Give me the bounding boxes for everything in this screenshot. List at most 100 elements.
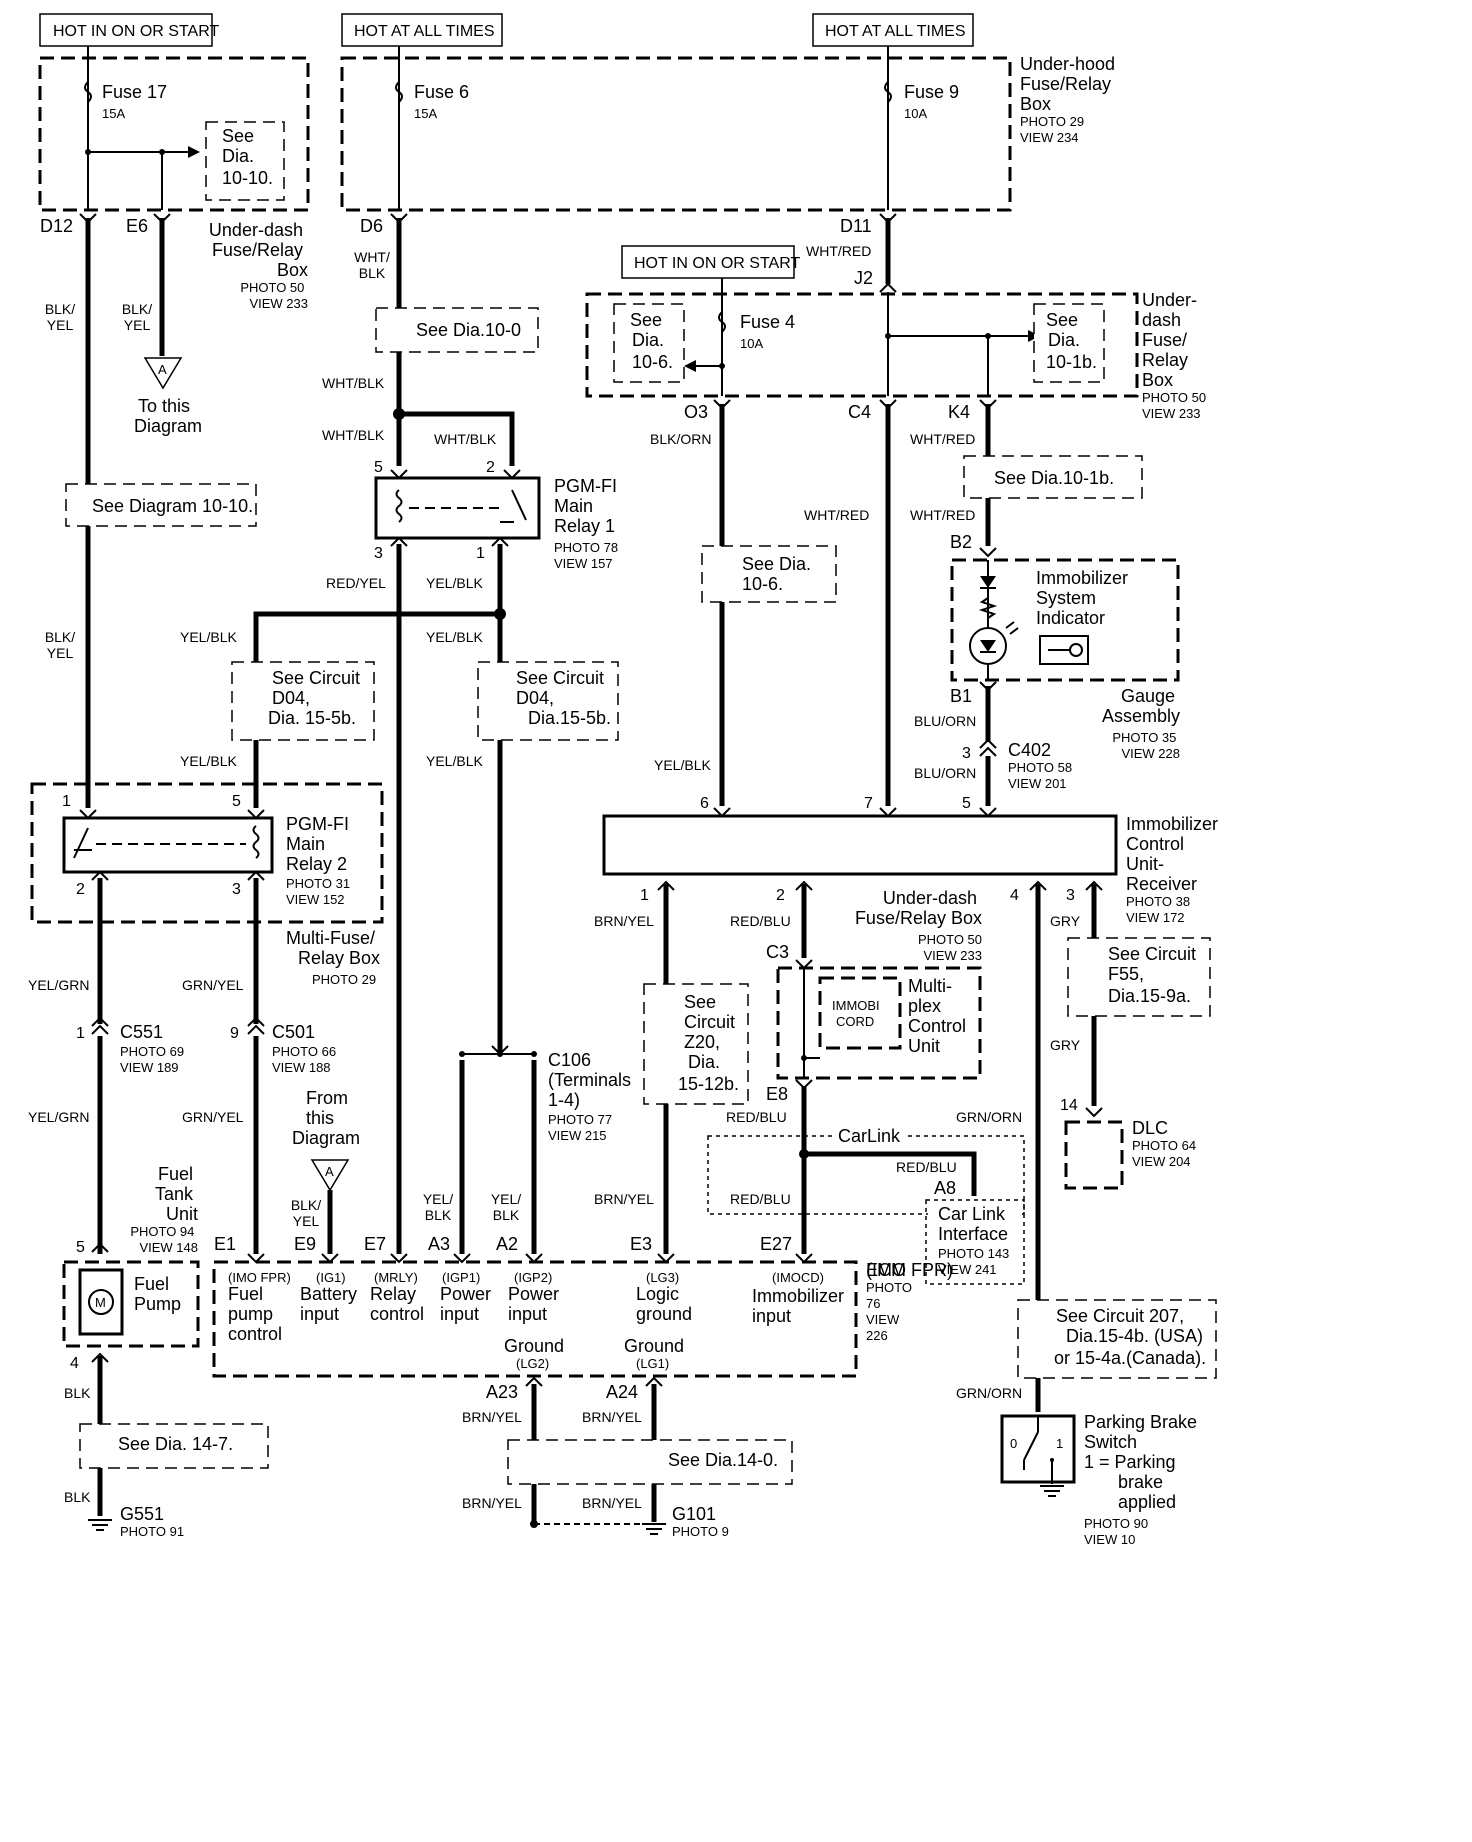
ref-dia-10-1b: See Dia.10-1b. [994,468,1114,488]
immobilizer-control-unit [602,814,1118,876]
svg-text:GRN/YEL: GRN/YEL [182,977,244,993]
ref-circuit-207: See Circuit 207, Dia.15-4b. (USA) or 15-… [1054,1306,1208,1368]
relay-1-photo: PHOTO 78 VIEW 157 [554,540,622,571]
svg-text:(MRLY): (MRLY) [374,1270,418,1285]
terminal-a23: A23 [486,1382,518,1402]
relay-1-coil-icon [395,489,403,523]
svg-text:(IG1): (IG1) [316,1270,346,1285]
terminal-e6: E6 [126,216,148,236]
svg-text:YEL/GRN: YEL/GRN [28,977,89,993]
svg-text:RED/BLU: RED/BLU [896,1159,957,1175]
svg-text:5: 5 [374,459,383,476]
relay-2-switch-icon [73,827,92,859]
svg-text:BRN/YEL: BRN/YEL [462,1495,522,1511]
under-dash-fuse-box-right [585,292,1139,398]
svg-text:YEL/GRN: YEL/GRN [28,1109,89,1125]
svg-text:(IMO FPR): (IMO FPR) [866,1260,953,1280]
svg-text:RED/BLU: RED/BLU [730,913,791,929]
svg-text:5: 5 [962,795,971,812]
svg-text:9: 9 [230,1025,239,1042]
svg-text:2: 2 [776,887,785,904]
svg-text:PHOTO 91: PHOTO 91 [120,1524,184,1539]
off-page-arrow-a [143,357,183,390]
svg-text:GRN/YEL: GRN/YEL [182,1109,244,1125]
terminal-a8: A8 [934,1178,956,1198]
ref-circuit-f55: See Circuit F55, Dia.15-9a. [1108,944,1201,1006]
wire-blk-yel-2: BLK/YEL [45,629,75,661]
svg-text:YEL/BLK: YEL/BLK [423,1191,453,1223]
svg-text:3: 3 [232,881,241,898]
parking-brake-label: Parking Brake Switch 1 = Parking brake a… [1084,1412,1202,1512]
dlc-connector [1064,1120,1124,1190]
fuel-pump-label: Fuel Pump [134,1274,181,1314]
svg-text:Ground: Ground [504,1336,564,1356]
svg-text:GRY: GRY [1050,1037,1081,1053]
svg-text:3: 3 [962,745,971,762]
svg-text:M: M [95,1295,106,1310]
power-label-bat-1-text: HOT AT ALL TIMES [354,23,495,40]
svg-text:BLU/ORN: BLU/ORN [914,765,976,781]
fuse-6-label: Fuse 6 [414,82,469,102]
terminal-e1: E1 [214,1234,236,1254]
svg-text:WHT/BLK: WHT/BLK [322,427,385,443]
svg-text:YEL/BLK: YEL/BLK [426,575,483,591]
terminal-e7: E7 [364,1234,386,1254]
svg-text:WHT/RED: WHT/RED [910,507,975,523]
fuse-9-amp: 10A [904,106,927,121]
svg-text:BLU/ORN: BLU/ORN [914,713,976,729]
terminal-b2: B2 [950,532,972,552]
ref-dia-10-1b-fuse: See Dia. 10-1b. [1046,310,1097,372]
svg-text:1: 1 [62,793,71,810]
svg-text:0: 0 [1010,1436,1017,1451]
wire-blk-yel-1: BLK/YEL [45,301,75,333]
svg-text:BRN/YEL: BRN/YEL [462,1409,522,1425]
terminal-e3: E3 [630,1234,652,1254]
svg-text:PHOTO 35 VIEW 228: PHOTO 35 VIEW 228 [1112,730,1180,761]
terminal-d12: D12 [40,216,73,236]
ref-dia-14-0: See Dia.14-0. [668,1450,778,1470]
svg-text:PHOTO 50 VIEW 233: PHOTO 50 VIEW 233 [1142,390,1210,421]
ref-dia-10-0: See Dia.10-0 [416,320,521,340]
svg-text:YEL/BLK: YEL/BLK [426,629,483,645]
svg-text:1: 1 [1056,1436,1063,1451]
connector-c551-icon [91,1016,109,1035]
svg-text:PHOTO 94 VIEW 148: PHOTO 94 VIEW 148 [130,1224,198,1255]
terminal-e8: E8 [766,1084,788,1104]
terminal-c4: C4 [848,402,871,422]
svg-text:PHOTO 76 VIEW 226: PHOTO 76 VIEW 226 [866,1280,916,1343]
svg-text:GRN/ORN: GRN/ORN [956,1385,1022,1401]
svg-text:WHT/BLK: WHT/BLK [322,375,385,391]
fuse-6-amp: 15A [414,106,437,121]
svg-text:A: A [325,1164,334,1179]
svg-text:BRN/YEL: BRN/YEL [582,1495,642,1511]
power-label-bat-2 [812,13,974,47]
ground-g551: G551 [120,1504,164,1524]
relay-1-label: PGM-FI Main Relay 1 [554,476,622,536]
svg-text:Ground: Ground [624,1336,684,1356]
svg-text:6: 6 [700,795,709,812]
dlc-label: DLC [1132,1118,1168,1138]
svg-text:YEL/BLK: YEL/BLK [654,757,711,773]
svg-text:GRY: GRY [1050,913,1081,929]
car-link-interface: Car Link Interface [938,1204,1010,1244]
under-hood-fuse-box [340,56,1012,212]
svg-text:5: 5 [232,793,241,810]
svg-text:4: 4 [1010,887,1019,904]
svg-text:RED/YEL: RED/YEL [326,575,386,591]
svg-text:YEL/BLK: YEL/BLK [426,753,483,769]
ref-dia-10-10-fuse: See Dia. 10-10. [222,126,273,188]
svg-text:7: 7 [864,795,873,812]
